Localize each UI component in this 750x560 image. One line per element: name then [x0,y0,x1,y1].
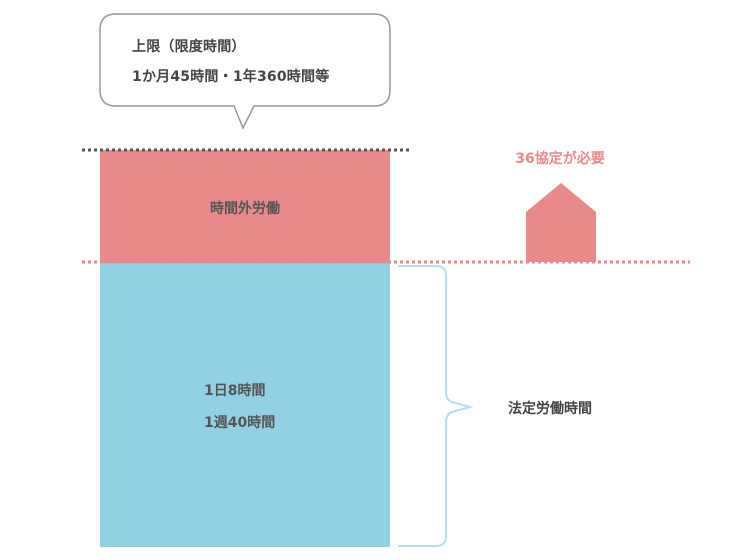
house-icon [526,183,596,262]
overtime-block [100,150,390,263]
agreement-required-label: 36協定が必要 [515,151,605,167]
statutory-brace [398,265,474,547]
callout-title: 上限（限度時間） [132,39,246,55]
callout-bubble [99,13,391,130]
statutory-hours-label: 法定労働時間 [508,401,592,417]
callout-limit-text: 1か月45時間・1年360時間等 [132,69,330,85]
regular-weekly-label: 1週40時間 [204,415,276,431]
regular-daily-label: 1日8時間 [204,383,266,399]
overtime-label: 時間外労働 [210,201,280,217]
regular-hours-block [100,263,390,547]
